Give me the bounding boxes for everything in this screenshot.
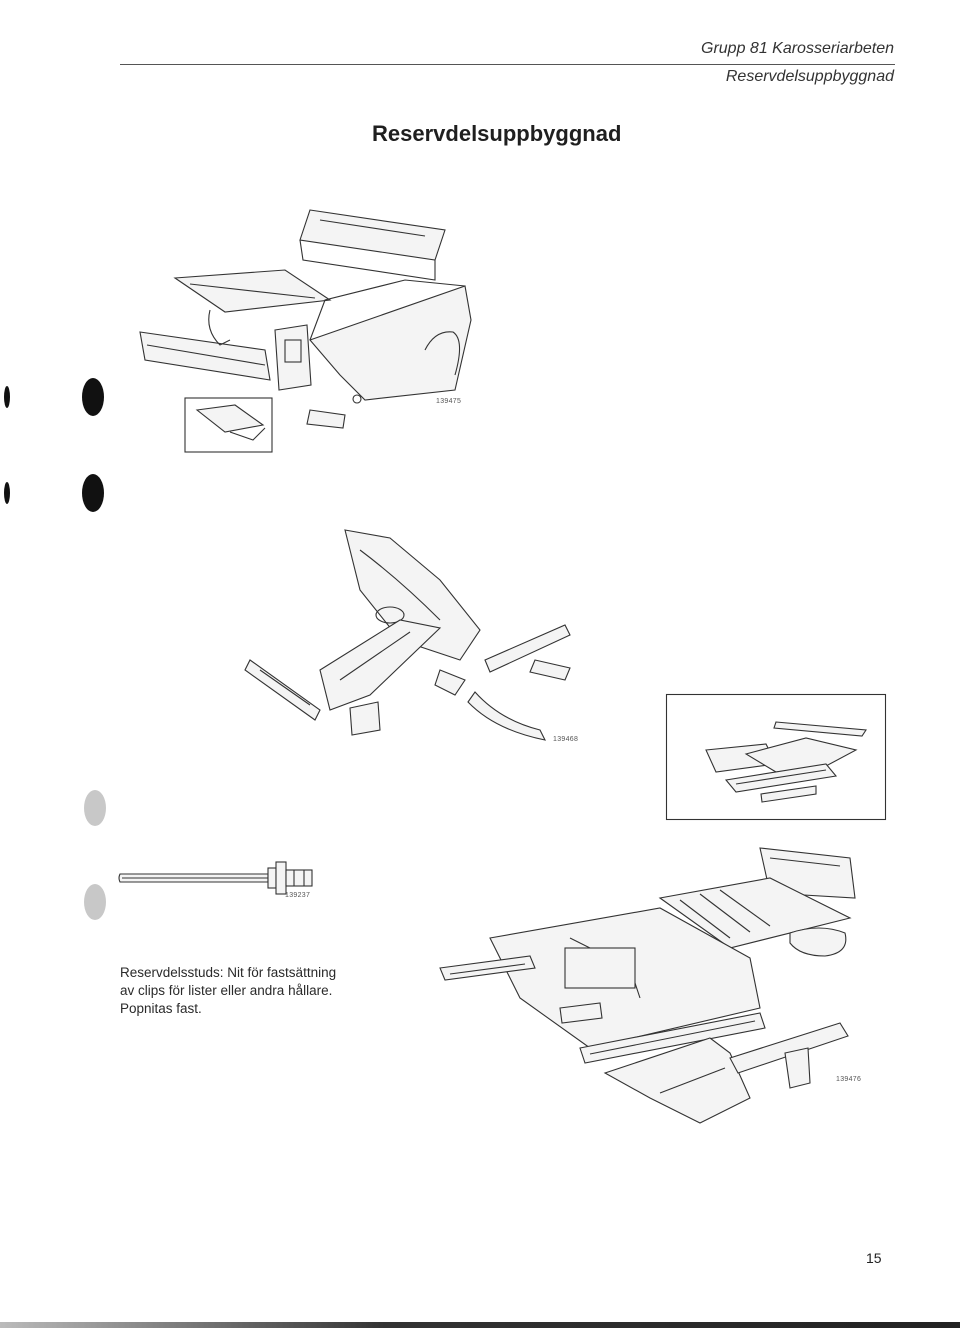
- header-subtitle: Reservdelsuppbyggnad: [725, 68, 894, 85]
- floor-assembly-illustration: [439, 847, 856, 1124]
- punch-hole: [84, 790, 106, 826]
- punch-hole: [4, 386, 10, 408]
- scan-edge: [0, 1322, 960, 1328]
- figure-number: 139237: [285, 892, 311, 899]
- pop-rivet-illustration: [118, 861, 313, 895]
- figure-number: 139468: [553, 736, 579, 743]
- punch-hole: [84, 884, 106, 920]
- caption-line: av clips för lister eller andra hållare.: [120, 983, 333, 998]
- caption-line: Reservdelsstuds: Nit för fastsättning: [120, 965, 337, 980]
- punch-hole: [4, 482, 10, 504]
- header-group-title: Grupp 81 Karosseriarbeten: [701, 40, 894, 57]
- punch-hole: [82, 474, 104, 512]
- reinforcement-inset-illustration: [665, 693, 887, 821]
- caption-line: Popnitas fast.: [120, 1001, 202, 1016]
- figure-number: 139475: [436, 398, 462, 405]
- header-rule: [120, 64, 895, 65]
- punch-hole: [82, 378, 104, 416]
- front-body-illustration: [139, 209, 472, 453]
- wheel-housing-illustration: [244, 529, 571, 741]
- page-title: Reservdelsuppbyggnad: [372, 121, 622, 146]
- rivet-caption: Reservdelsstuds: Nit för fastsättning av…: [120, 964, 410, 1018]
- page-number: 15: [866, 1250, 882, 1266]
- figure-number: 139476: [836, 1076, 862, 1083]
